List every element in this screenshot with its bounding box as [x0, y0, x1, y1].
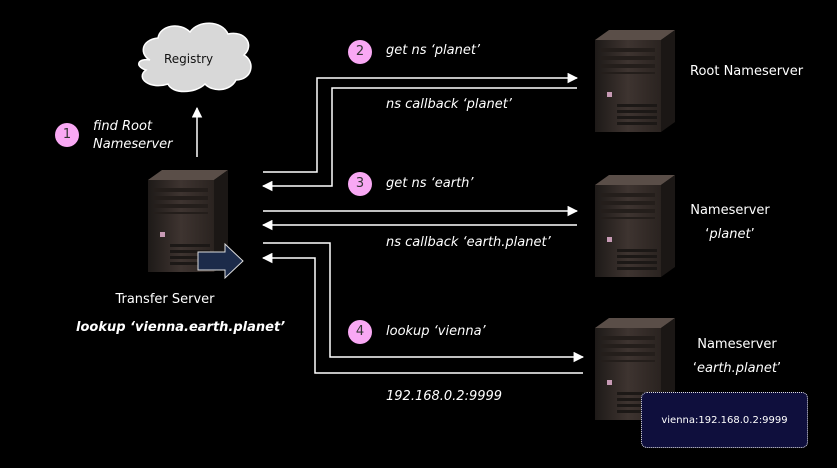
arrow-lookup-vienna — [263, 242, 585, 363]
callback-planet-label: ns callback ‘planet’ — [386, 97, 512, 112]
nameserver-earth-line2: ‘earth.planet’ — [692, 361, 782, 376]
root-nameserver-label: Root Nameserver — [690, 64, 804, 79]
step-1-line1: find Root — [93, 119, 153, 134]
step-2-label: get ns ‘planet’ — [386, 43, 481, 58]
nameserver-planet-line1: Nameserver — [690, 203, 770, 218]
dns-record-text: vienna:192.168.0.2:9999 — [661, 414, 788, 426]
step-4-badge: 4 — [348, 320, 372, 344]
nameserver-planet-icon — [595, 175, 675, 277]
step-1-line2: Nameserver — [93, 137, 173, 152]
processing-arrow-icon — [197, 242, 244, 280]
address-response-label: 192.168.0.2:9999 — [386, 389, 503, 404]
nameserver-earth-label: Nameserver ‘earth.planet’ — [682, 333, 792, 381]
arrow-get-ns-planet — [263, 72, 579, 173]
transfer-server-label: Transfer Server — [115, 292, 215, 307]
nameserver-earth-line1: Nameserver — [697, 337, 777, 352]
step-1-badge: 1 — [55, 123, 79, 147]
nameserver-planet-label: Nameserver ‘planet’ — [680, 199, 780, 247]
registry-cloud — [138, 22, 252, 93]
root-nameserver-icon — [595, 30, 675, 132]
dns-record-box: vienna:192.168.0.2:9999 — [641, 392, 808, 448]
transfer-server-query: lookup ‘vienna.earth.planet’ — [76, 320, 286, 335]
arrow-callback-planet — [261, 87, 577, 192]
step-1-label: find Root Nameserver — [93, 118, 173, 154]
step-4-label: lookup ‘vienna’ — [386, 324, 486, 339]
registry-label: Registry — [164, 52, 214, 66]
step-2-badge: 2 — [348, 40, 372, 64]
nameserver-planet-line2: ‘planet’ — [705, 227, 755, 242]
arrow-address-response — [261, 252, 583, 374]
step-3-badge: 3 — [348, 172, 372, 196]
step-3-label: get ns ‘earth’ — [386, 176, 474, 191]
callback-earth-label: ns callback ‘earth.planet’ — [386, 235, 551, 250]
